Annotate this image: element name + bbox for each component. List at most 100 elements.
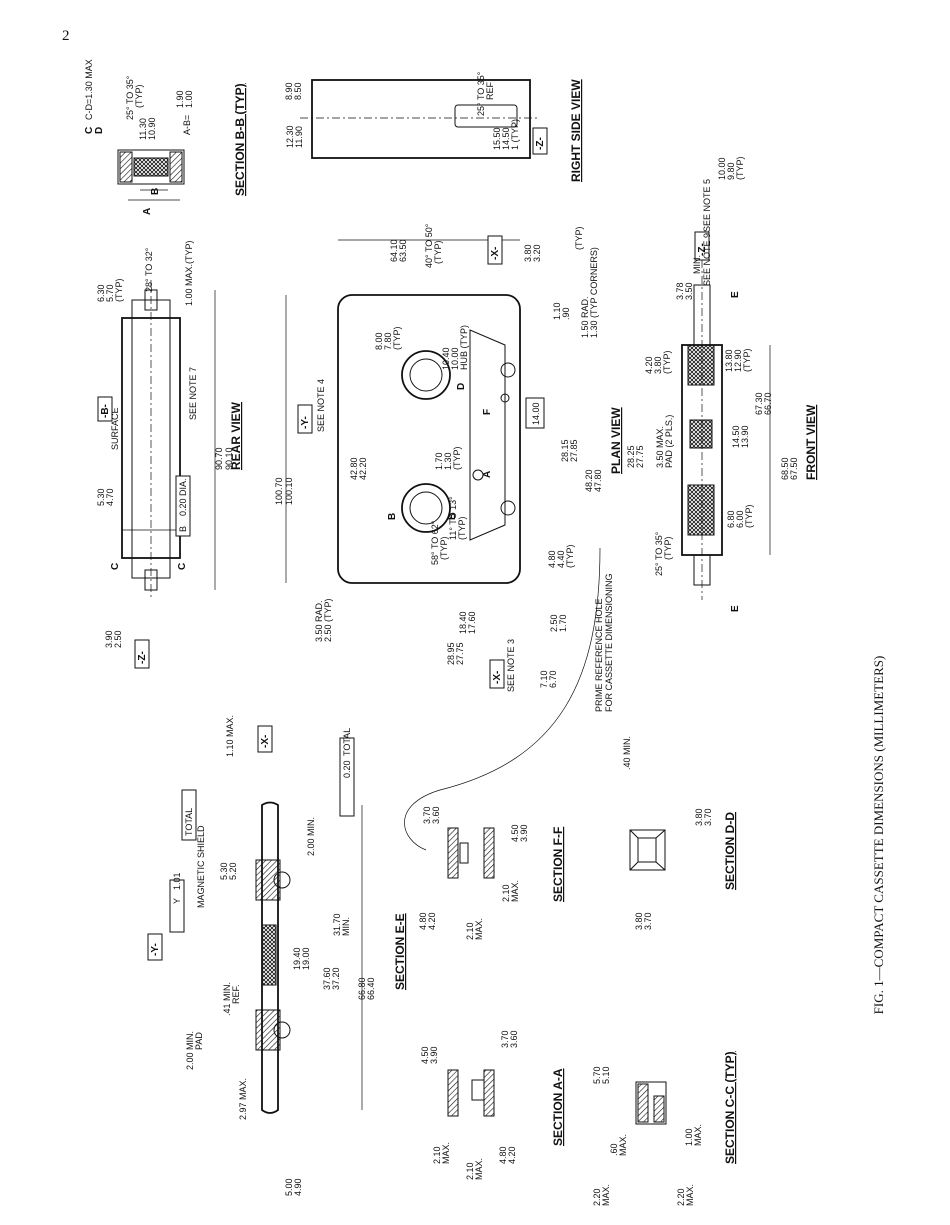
right-850: 8.50: [293, 82, 303, 100]
front-window-right: [687, 344, 715, 386]
section-bb-d: D: [94, 127, 105, 134]
front-note9: SEE NOTE 9: [702, 233, 712, 286]
section-ee-min: MIN.: [341, 917, 351, 936]
plan-hub-left-inner: [409, 491, 443, 525]
plan-typ2: (TYP): [574, 226, 584, 250]
section-ee-total: TOTAL: [184, 808, 194, 836]
plan-780: 7.80: [383, 332, 393, 350]
front-z-label: -Z-: [697, 243, 708, 256]
section-ee-1900: 19.00: [301, 947, 311, 970]
section-ee-1940: 19.40: [292, 947, 302, 970]
front-680: 6.80: [726, 510, 736, 528]
section-ee-tol1v: 1.01: [172, 872, 182, 890]
section-aa-360: 3.60: [509, 1030, 519, 1048]
plan-hole-f2: [500, 393, 510, 403]
section-bb-190: 1.90: [175, 90, 185, 108]
plan-hole-f: [500, 362, 516, 378]
right-side-title: RIGHT SIDE VIEW: [569, 79, 583, 182]
section-ff-210b: 2.10: [501, 884, 511, 902]
plan-x-datum-top: [487, 235, 503, 265]
section-ff-hatch-2: [483, 827, 495, 879]
front-pad: [689, 419, 713, 449]
plan-hole-a: [500, 500, 516, 516]
rear-tolerance-box: [175, 475, 191, 537]
section-dd-370b: 3.70: [643, 912, 653, 930]
plan-angle11: 11° TO 13°: [448, 496, 458, 540]
plan-4780: 47.80: [593, 469, 603, 492]
section-dd-inner: [637, 837, 657, 863]
section-ee-max110: 1.10 MAX.: [225, 715, 235, 757]
section-ee-41: .41 MIN.: [222, 982, 232, 1016]
section-ee-6640: 66.40: [366, 977, 376, 1000]
plan-hub: HUB (TYP): [459, 325, 469, 370]
section-ee-ref: REF.: [231, 984, 241, 1004]
section-aa-pin: [471, 1079, 485, 1101]
section-bb-1090: 10.90: [147, 117, 157, 140]
plan-1400-box: [525, 397, 545, 429]
right-typ: 1 (TYP): [510, 119, 520, 150]
plan-d1: D: [456, 383, 467, 390]
plan-130: 1.30: [443, 452, 453, 470]
plan-rad250: 2.50 (TYP): [323, 598, 333, 642]
section-ee-tol1-box: [169, 879, 185, 933]
section-aa-title: SECTION A-A: [551, 1068, 565, 1146]
front-980: 9.80: [726, 162, 736, 180]
plan-710: 7.10: [539, 670, 549, 688]
front-z-datum: [694, 231, 710, 261]
plan-b2: B: [447, 513, 458, 520]
section-ee-tol1: Y: [172, 898, 182, 904]
plan-2775: 27.75: [455, 642, 465, 665]
rear-570: 5.70: [105, 284, 115, 302]
plan-1040: 10.40: [441, 347, 451, 370]
section-cc-100: 1.00: [684, 1128, 694, 1146]
section-ee-hatch-1: [255, 859, 281, 901]
section-ee-200pad: 2.00 MIN.: [185, 1031, 195, 1070]
section-aa-maxa: MAX.: [441, 1142, 451, 1164]
section-ee-magnetic: MAGNETIC SHIELD: [196, 825, 206, 908]
plan-a1: A: [482, 471, 493, 478]
front-1380: 13.80: [724, 349, 734, 372]
front-typ: (TYP): [735, 156, 745, 180]
rear-390: 3.90: [104, 630, 114, 648]
section-dd: .40 MIN. 3.80 3.70 3.80 3.70 SECTION D-D: [622, 736, 737, 930]
rear-b-datum: [97, 396, 113, 422]
right-z-datum: [532, 127, 548, 155]
front-420: 4.20: [644, 356, 654, 374]
front-2775: 27.75: [635, 445, 645, 468]
section-ee-x-datum: [257, 725, 273, 753]
section-ff-390: 3.90: [519, 824, 529, 842]
section-ff-maxb: MAX.: [510, 880, 520, 902]
plan-170: 1.70: [434, 452, 444, 470]
front-6850: 68.50: [780, 457, 790, 480]
section-bb-typ: (TYP): [134, 84, 144, 108]
section-aa-420: 4.20: [507, 1146, 517, 1164]
right-1550: 15.50: [492, 127, 502, 150]
section-cc-hatch-1: [637, 1083, 649, 1123]
plan-2785: 27.85: [569, 439, 579, 462]
front-e1: E: [730, 291, 741, 298]
plan-380: 3.80: [523, 244, 533, 262]
front-angle: 25° TO 35°: [654, 531, 664, 576]
section-ee-hatch-2: [255, 1009, 281, 1051]
section-bb-angle: 25° TO 35°: [125, 75, 135, 120]
front-typ4: (TYP): [744, 504, 754, 528]
section-ff-450: 4.50: [510, 824, 520, 842]
right-ref: REF: [485, 81, 495, 100]
section-ee-shield: [261, 924, 277, 986]
plan-hub-right: [401, 350, 451, 400]
section-ee-x-label: -X-: [260, 735, 271, 748]
plan-320: 3.20: [532, 244, 542, 262]
plan-f1: F: [482, 409, 493, 415]
section-ee-title: SECTION E-E: [393, 913, 407, 990]
plan-1400: 14.00: [531, 402, 541, 425]
plan-angle40: 40° TO 50°: [424, 223, 434, 268]
right-1190: 11.90: [294, 126, 304, 148]
plan-4220: 42.20: [358, 457, 368, 480]
plan-typ4: (TYP): [452, 446, 462, 470]
section-aa-maxb: MAX.: [474, 1158, 484, 1180]
rear-tol-b: B: [178, 526, 188, 532]
front-min: MIN.: [692, 255, 702, 274]
plan-typ5: (TYP): [565, 544, 575, 568]
rear-surface: SURFACE: [110, 407, 120, 450]
section-cc-570: 5.70: [592, 1066, 602, 1084]
